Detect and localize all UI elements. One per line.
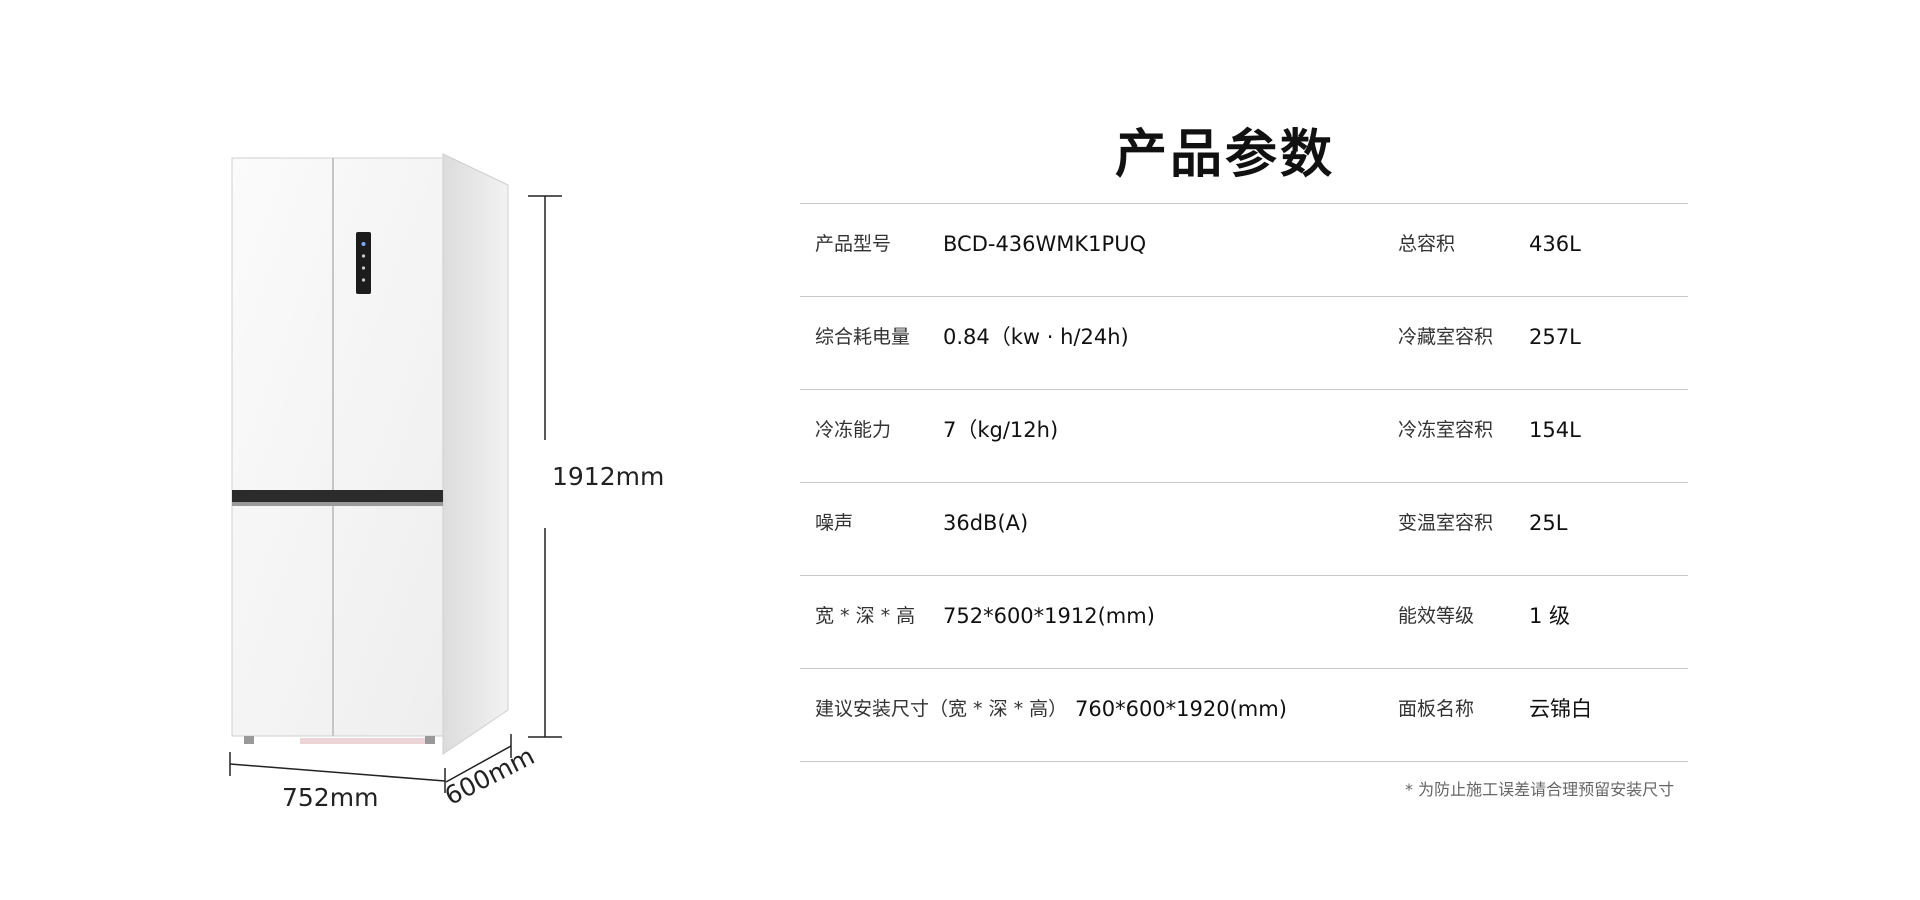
spec-value: 752*600*1912(mm) [943, 604, 1155, 628]
fridge-side-panel [442, 153, 509, 755]
spec-row-install: 建议安装尺寸（宽 * 深 * 高） 760*600*1920(mm) 面板名称 … [800, 668, 1688, 762]
spec-value: 25L [1529, 511, 1568, 535]
spec-label: 冷冻室容积 [1398, 419, 1494, 441]
footnote: * 为防止施工误差请合理预留安装尺寸 [1405, 780, 1675, 799]
spec-label: 面板名称 [1398, 698, 1475, 720]
width-dim-line [229, 763, 446, 782]
spec-row-power: 综合耗电量 0.84（kw · h/24h) 冷藏室容积 257L [800, 296, 1688, 389]
spec-row-freezing: 冷冻能力 7（kg/12h) 冷冻室容积 154L [800, 389, 1688, 482]
width-dimension-label: 752mm [282, 783, 379, 812]
spec-row-model: 产品型号 BCD-436WMK1PUQ 总容积 436L [800, 203, 1688, 296]
depth-dim-line [445, 745, 512, 783]
spec-row-noise: 噪声 36dB(A) 变温室容积 25L [800, 482, 1688, 575]
spec-label: 冷藏室容积 [1398, 326, 1494, 348]
spec-table: 产品型号 BCD-436WMK1PUQ 总容积 436L 综合耗电量 0.84（… [800, 203, 1688, 762]
spec-value: 7（kg/12h) [943, 418, 1059, 442]
height-dimension-label: 1912mm [552, 462, 665, 491]
spec-value: 436L [1529, 232, 1581, 256]
spec-value: 1 级 [1529, 604, 1571, 628]
spec-label: 能效等级 [1398, 605, 1475, 627]
fridge-front [231, 157, 444, 737]
spec-label: 宽 * 深 * 高 [815, 605, 916, 627]
spec-label: 冷冻能力 [815, 419, 892, 441]
spec-value: BCD-436WMK1PUQ [943, 232, 1147, 256]
spec-label: 总容积 [1398, 233, 1456, 255]
spec-value: 云锦白 [1529, 697, 1592, 721]
spec-value: 0.84（kw · h/24h) [943, 325, 1129, 349]
spec-value: 36dB(A) [943, 511, 1029, 535]
spec-value: 154L [1529, 418, 1581, 442]
spec-row-size: 宽 * 深 * 高 752*600*1912(mm) 能效等级 1 级 [800, 575, 1688, 668]
fridge-image [229, 153, 562, 793]
spec-label: 建议安装尺寸（宽 * 深 * 高） [815, 698, 1068, 720]
spec-label: 综合耗电量 [815, 326, 911, 348]
spec-label: 变温室容积 [1398, 512, 1494, 534]
spec-label: 产品型号 [815, 233, 892, 255]
fridge-illustration [220, 140, 660, 840]
spec-value: 760*600*1920(mm) [1075, 697, 1287, 721]
control-display-icon [356, 232, 371, 294]
spec-label: 噪声 [815, 512, 854, 534]
middle-handle-band [232, 490, 443, 502]
page-title: 产品参数 [1114, 125, 1335, 185]
spec-value: 257L [1529, 325, 1581, 349]
